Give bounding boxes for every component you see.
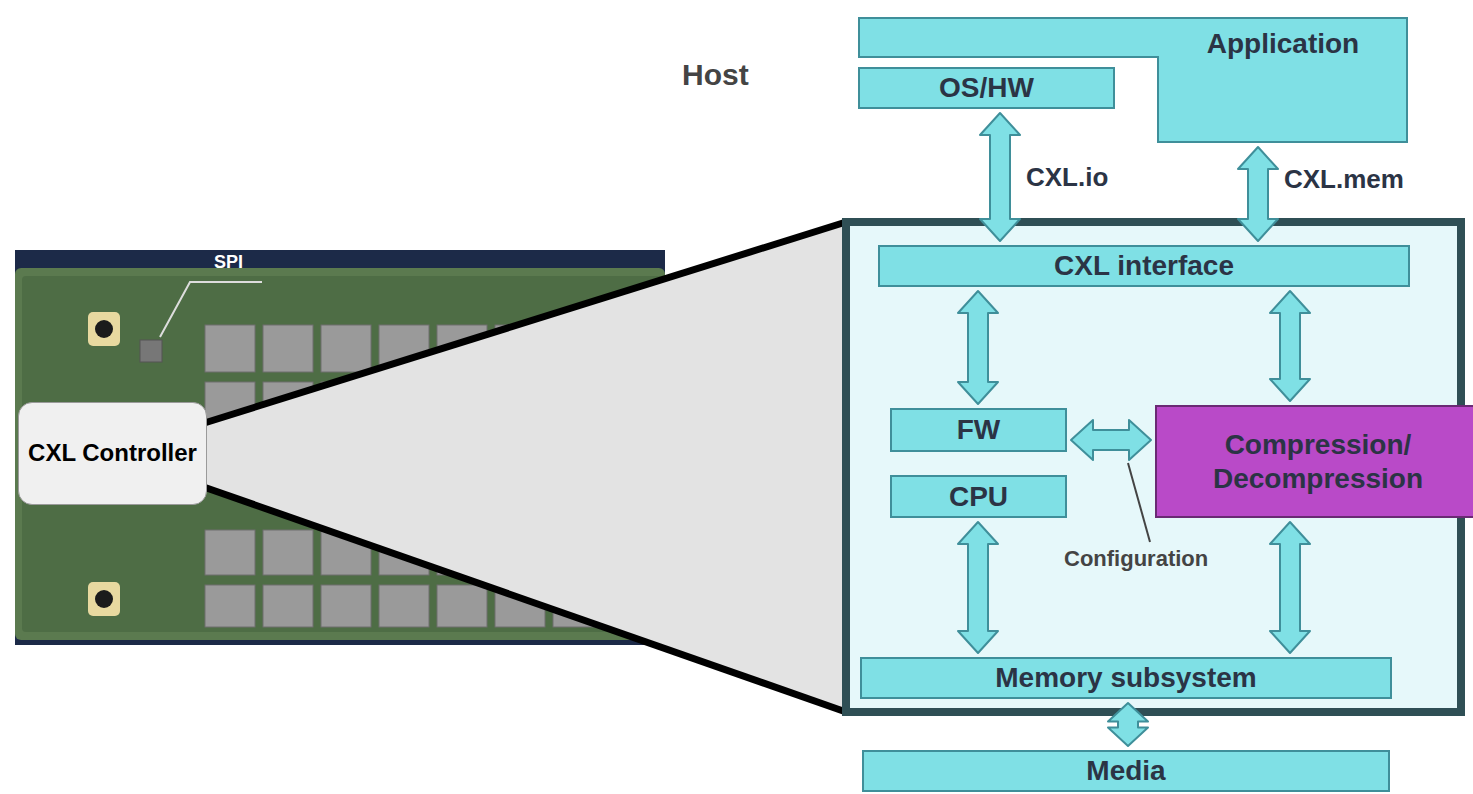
- interface-box: CXL interface: [878, 245, 1410, 287]
- node-label: Memory subsystem: [995, 661, 1256, 695]
- controller-box: CXL Controller: [18, 402, 207, 505]
- block-arrow: [1238, 147, 1278, 241]
- cpu-box: CPU: [890, 475, 1067, 518]
- leader-line: [1128, 463, 1150, 542]
- memory-subsystem-box: Memory subsystem: [860, 657, 1392, 699]
- block-arrow: [958, 291, 998, 404]
- zoom-line: [198, 485, 846, 712]
- node-label: Media: [1086, 754, 1165, 788]
- node-label: Application: [1207, 28, 1359, 59]
- node-label: FW: [957, 413, 1001, 447]
- spi-leader: [160, 282, 262, 337]
- spi-label: SPI: [214, 252, 243, 273]
- block-arrow: [958, 522, 998, 653]
- host-label: Host: [682, 58, 749, 92]
- node-label: Compression/ Decompression: [1157, 428, 1473, 495]
- node-label: CXL Controller: [28, 439, 197, 468]
- zoom-fan: [198, 222, 846, 712]
- configuration-label: Configuration: [1062, 546, 1210, 572]
- node-label: OS/HW: [939, 71, 1034, 105]
- block-arrow: [980, 113, 1020, 241]
- block-arrow: [1270, 291, 1310, 401]
- application-text-area: Application: [1158, 27, 1408, 61]
- node-label: CXL interface: [1054, 249, 1234, 283]
- block-arrow: [1270, 522, 1310, 653]
- compression-box: Compression/ Decompression: [1155, 405, 1473, 518]
- firmware-box: FW: [890, 408, 1067, 452]
- node-label: CPU: [949, 480, 1008, 514]
- signal-label: CXL.mem: [1282, 164, 1406, 195]
- signal-label: CXL.io: [1024, 162, 1110, 193]
- media-box: Media: [862, 750, 1390, 792]
- block-arrow: [1108, 703, 1148, 746]
- spi-chip: [140, 340, 162, 362]
- os-hw-box: OS/HW: [858, 67, 1115, 109]
- zoom-line: [198, 222, 846, 425]
- block-arrow: [1071, 420, 1151, 460]
- photo-bottom: [15, 640, 665, 645]
